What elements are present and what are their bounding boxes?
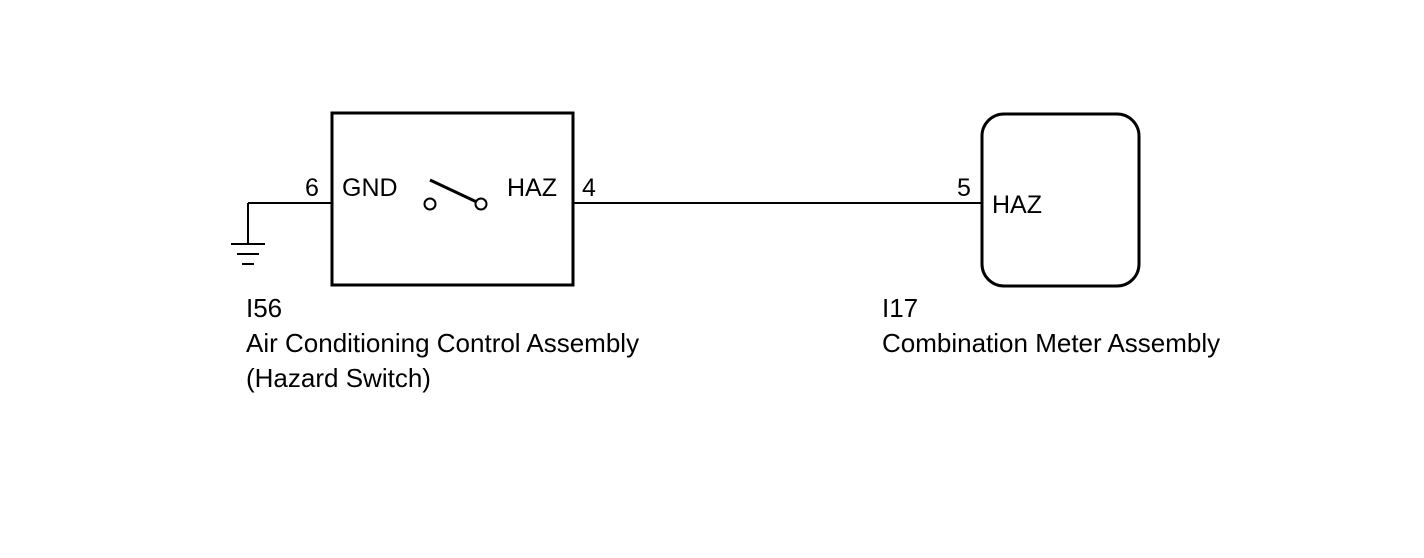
left-pin-number-gnd: 6 bbox=[305, 174, 319, 202]
combination-meter-box bbox=[980, 112, 1141, 288]
air-conditioning-control-box bbox=[330, 111, 575, 287]
left-pin-label-haz: HAZ bbox=[507, 174, 557, 202]
left-pin-label-gnd: GND bbox=[342, 174, 398, 202]
ground-symbol-icon bbox=[231, 243, 265, 265]
open-switch-icon bbox=[423, 178, 488, 211]
left-pin-number-haz: 4 bbox=[582, 174, 596, 202]
right-pin-number-haz: 5 bbox=[957, 174, 971, 202]
right-pin-label-haz: HAZ bbox=[992, 191, 1042, 219]
ground-connection bbox=[247, 202, 332, 243]
left-connector-id: I56 bbox=[246, 293, 282, 323]
left-component-name: Air Conditioning Control Assembly bbox=[246, 328, 639, 358]
right-connector-id: I17 bbox=[882, 293, 918, 323]
left-component-subname: (Hazard Switch) bbox=[246, 363, 431, 393]
right-component-name: Combination Meter Assembly bbox=[882, 328, 1220, 358]
